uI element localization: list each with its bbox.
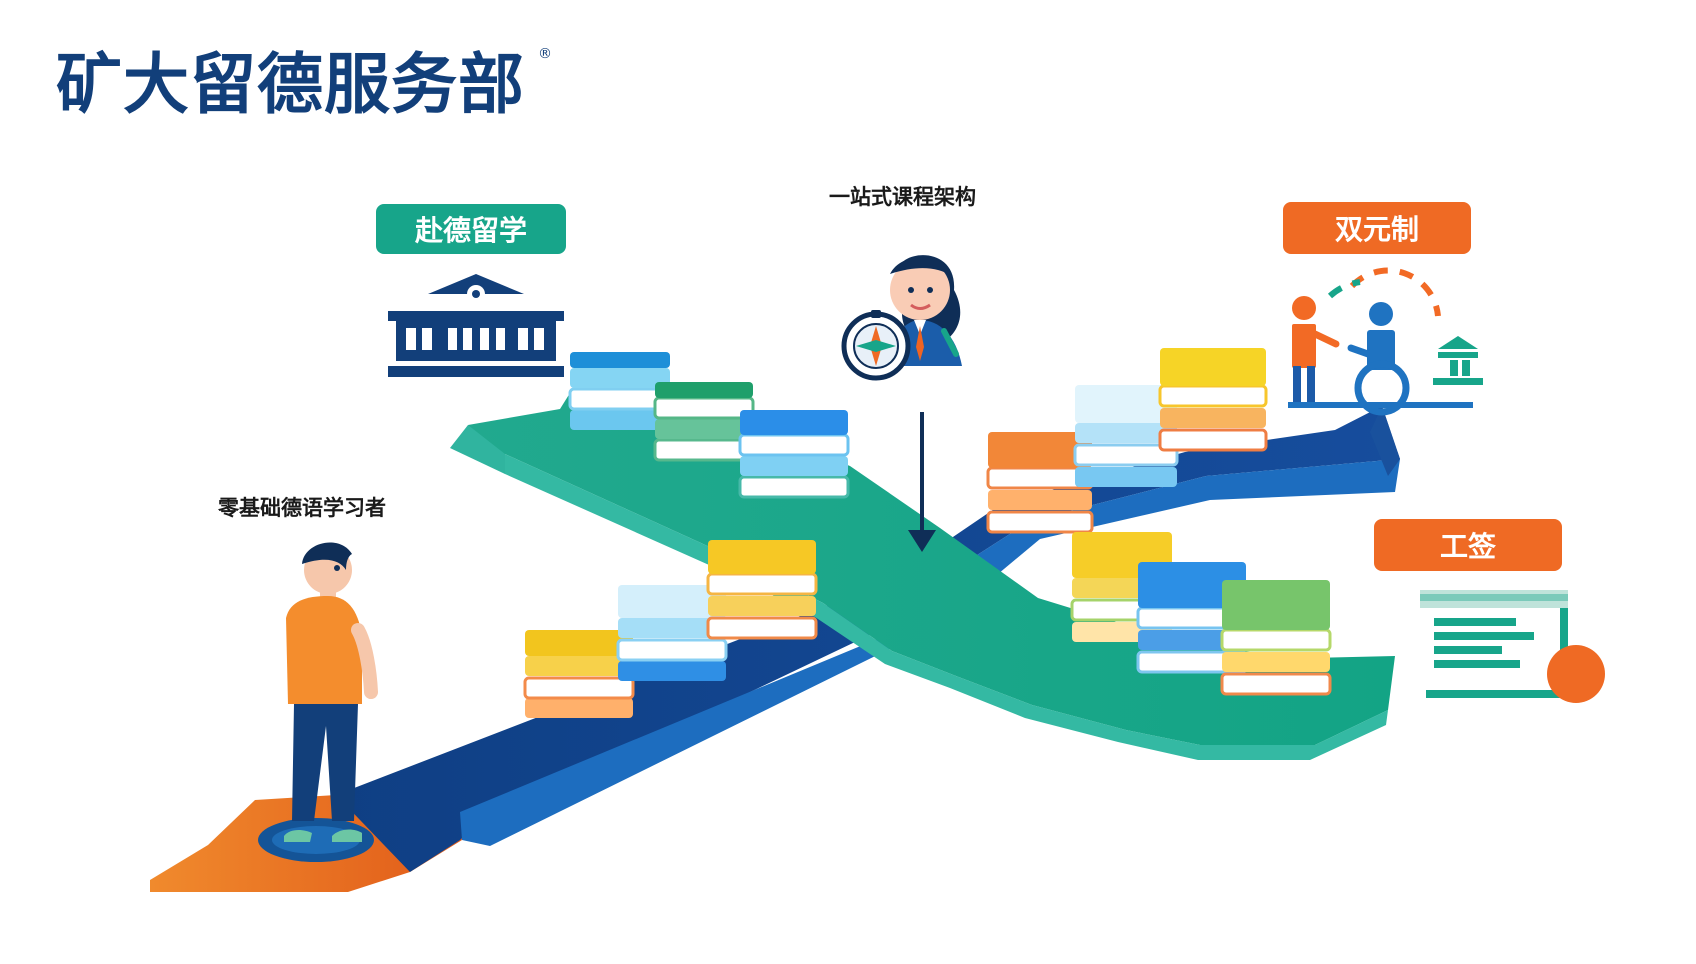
curriculum-label: 一站式课程架构 xyxy=(829,185,976,209)
book-stack-lower-right-3 xyxy=(1220,580,1332,696)
book-stack-upper-right-3 xyxy=(1158,348,1268,452)
book-stack-blue-2 xyxy=(616,585,728,681)
university-building-icon xyxy=(388,274,564,377)
blue-route-arrowhead xyxy=(1370,406,1400,476)
book-stack-green-2 xyxy=(653,382,755,462)
book-stack-lower-right-2 xyxy=(1136,562,1248,674)
curriculum-arrow-head xyxy=(908,530,936,552)
book-stack-upper-right-1 xyxy=(986,432,1094,534)
dual-system-badge: 双元制 xyxy=(1283,202,1471,254)
dual-system-training-icon xyxy=(1288,267,1483,416)
study-in-germany-badge: 赴德留学 xyxy=(376,204,566,254)
blue-route-side xyxy=(460,459,1400,846)
brand-title: 矿大留德服务部 xyxy=(56,46,525,123)
book-stack-blue-1 xyxy=(523,630,635,718)
work-visa-document-icon xyxy=(1420,590,1605,703)
book-stack-blue-3 xyxy=(706,540,818,640)
book-stack-upper-right-2 xyxy=(1073,385,1179,487)
learner-figure xyxy=(284,542,378,842)
learner-label: 零基础德语学习者 xyxy=(218,496,386,520)
advisor-figure xyxy=(841,255,962,381)
registered-mark: ® xyxy=(538,46,552,62)
book-stack-green-3 xyxy=(738,410,850,499)
book-stack-green-1 xyxy=(568,352,672,430)
work-visa-badge: 工签 xyxy=(1374,519,1562,571)
green-route-arrowhead xyxy=(450,425,505,474)
